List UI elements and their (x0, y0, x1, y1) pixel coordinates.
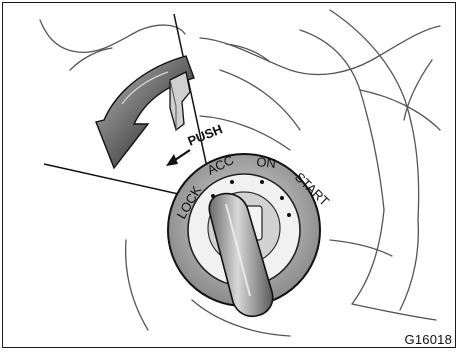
push-label: PUSH (186, 121, 225, 148)
lock-release-tab (170, 72, 190, 130)
position-label-on: ON (256, 154, 277, 171)
figure-code: G16018 (405, 332, 452, 347)
push-arrow-icon (166, 150, 190, 166)
